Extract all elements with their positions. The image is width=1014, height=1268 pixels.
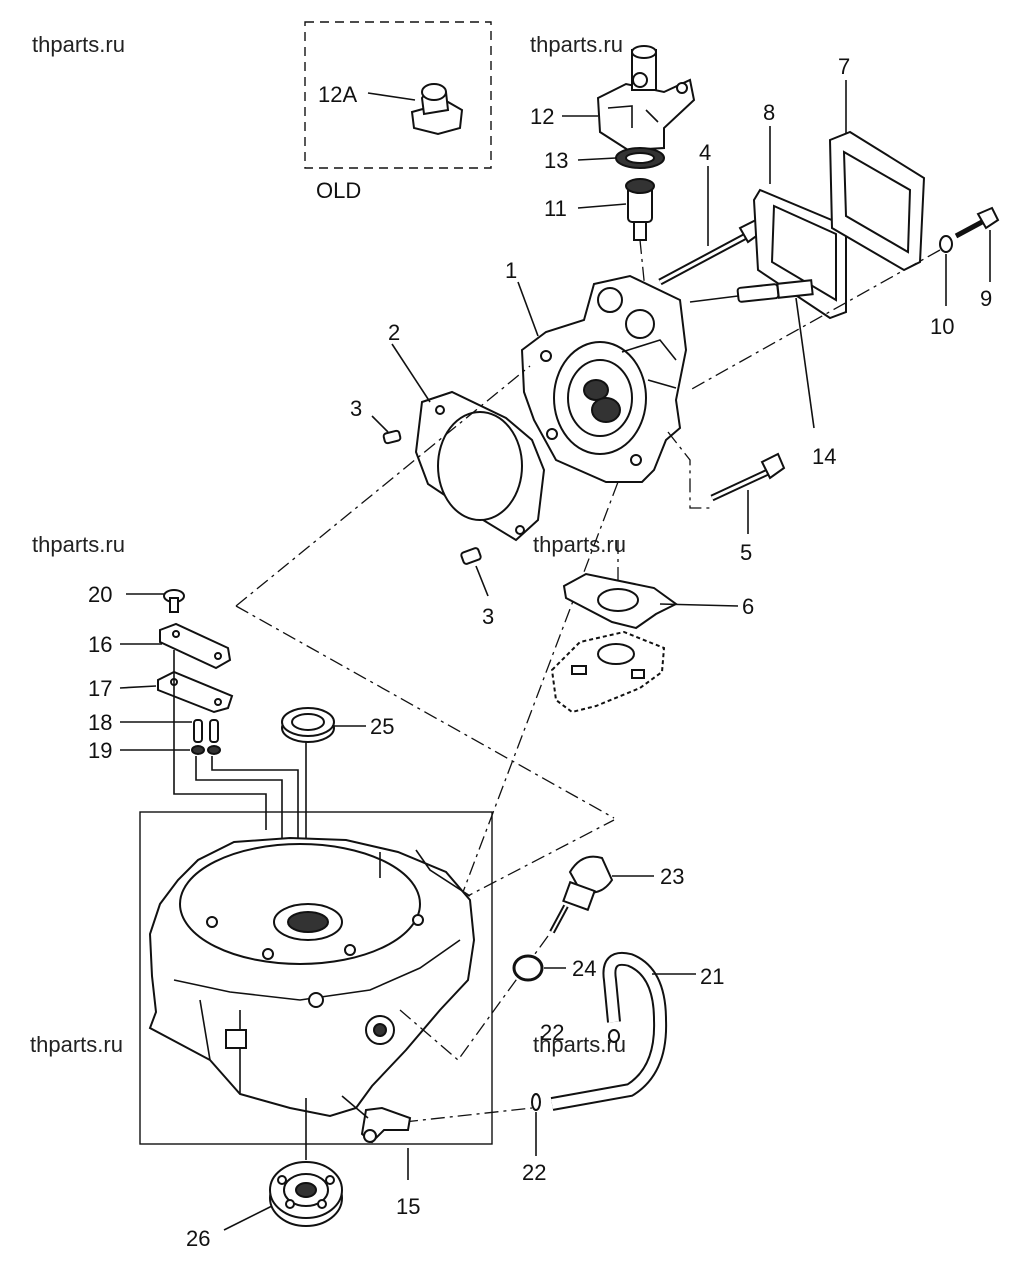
part-9-bolt xyxy=(954,206,1000,239)
callout-4: 4 xyxy=(699,140,711,165)
callout-1: 1 xyxy=(505,258,517,283)
part-14-spark-plug xyxy=(689,279,814,303)
part-24-o-ring xyxy=(512,954,544,982)
watermark: thparts.ru xyxy=(533,532,626,557)
callout-23: 23 xyxy=(660,864,684,889)
callout-20: 20 xyxy=(88,582,112,607)
callout-22-upper: 22 xyxy=(540,1020,564,1045)
part-6-gasket xyxy=(562,572,678,630)
callout-26: 26 xyxy=(186,1226,210,1251)
part-12-thermostat-cover xyxy=(596,45,696,152)
callout-8: 8 xyxy=(763,100,775,125)
watermark: thparts.ru xyxy=(32,32,125,57)
callout-17: 17 xyxy=(88,676,112,701)
part-5-bolt xyxy=(710,452,786,502)
callout-2: 2 xyxy=(388,320,400,345)
watermark: thparts.ru xyxy=(32,532,125,557)
part-11-thermostat xyxy=(625,178,655,241)
callout-9: 9 xyxy=(980,286,992,311)
callout-25: 25 xyxy=(370,714,394,739)
callout-11: 11 xyxy=(544,196,567,221)
part-21-breather-hose xyxy=(550,952,668,1111)
callout-12: 12 xyxy=(530,104,554,129)
part-22-clamp xyxy=(531,1093,541,1111)
part-13-gasket xyxy=(615,147,665,169)
part-8-cover-gasket xyxy=(752,188,847,320)
old-part-box xyxy=(304,21,492,169)
callout-22-lower: 22 xyxy=(522,1160,546,1185)
part-3-dowel-pin xyxy=(382,429,402,445)
part-23-oil-filler-cap xyxy=(549,855,614,934)
exhaust-cover-plate xyxy=(550,630,666,714)
watermark: thparts.ru xyxy=(30,1032,123,1057)
callout-18: 18 xyxy=(88,710,112,735)
callout-3-upper: 3 xyxy=(350,396,362,421)
callout-3-lower: 3 xyxy=(482,604,494,629)
callout-16: 16 xyxy=(88,632,112,657)
old-box-label: OLD xyxy=(316,178,361,203)
callout-15: 15 xyxy=(396,1194,420,1219)
callout-7: 7 xyxy=(838,54,850,79)
part-26-bearing xyxy=(269,1161,343,1227)
part-4-bolt xyxy=(658,218,764,286)
part-12a-cap xyxy=(410,83,464,136)
watermark: thparts.ru xyxy=(530,32,623,57)
crankcase-frame xyxy=(139,811,493,1145)
part-1-cylinder-head xyxy=(520,274,688,483)
breather-elbow-fitting xyxy=(360,1106,412,1144)
part-7-cylinder-cover xyxy=(828,130,926,272)
callout-14: 14 xyxy=(812,444,836,469)
callout-24: 24 xyxy=(572,956,596,981)
part-22-clamp xyxy=(608,1029,620,1043)
part-19-washers xyxy=(191,745,221,755)
part-17-gasket xyxy=(157,670,234,714)
callout-6: 6 xyxy=(742,594,754,619)
callout-12a: 12A xyxy=(318,82,357,107)
part-3-dowel-pin xyxy=(460,547,482,565)
part-2-head-gasket xyxy=(414,390,546,542)
part-20-screw xyxy=(163,589,185,613)
part-18-pins xyxy=(193,719,219,743)
callout-10: 10 xyxy=(930,314,954,339)
part-25-oil-seal xyxy=(281,707,335,743)
part-15-crankcase xyxy=(148,836,476,1118)
part-10-washer xyxy=(939,235,953,253)
callout-5: 5 xyxy=(740,540,752,565)
callout-13: 13 xyxy=(544,148,568,173)
callout-21: 21 xyxy=(700,964,724,989)
part-16-plate xyxy=(159,622,232,670)
callout-19: 19 xyxy=(88,738,112,763)
